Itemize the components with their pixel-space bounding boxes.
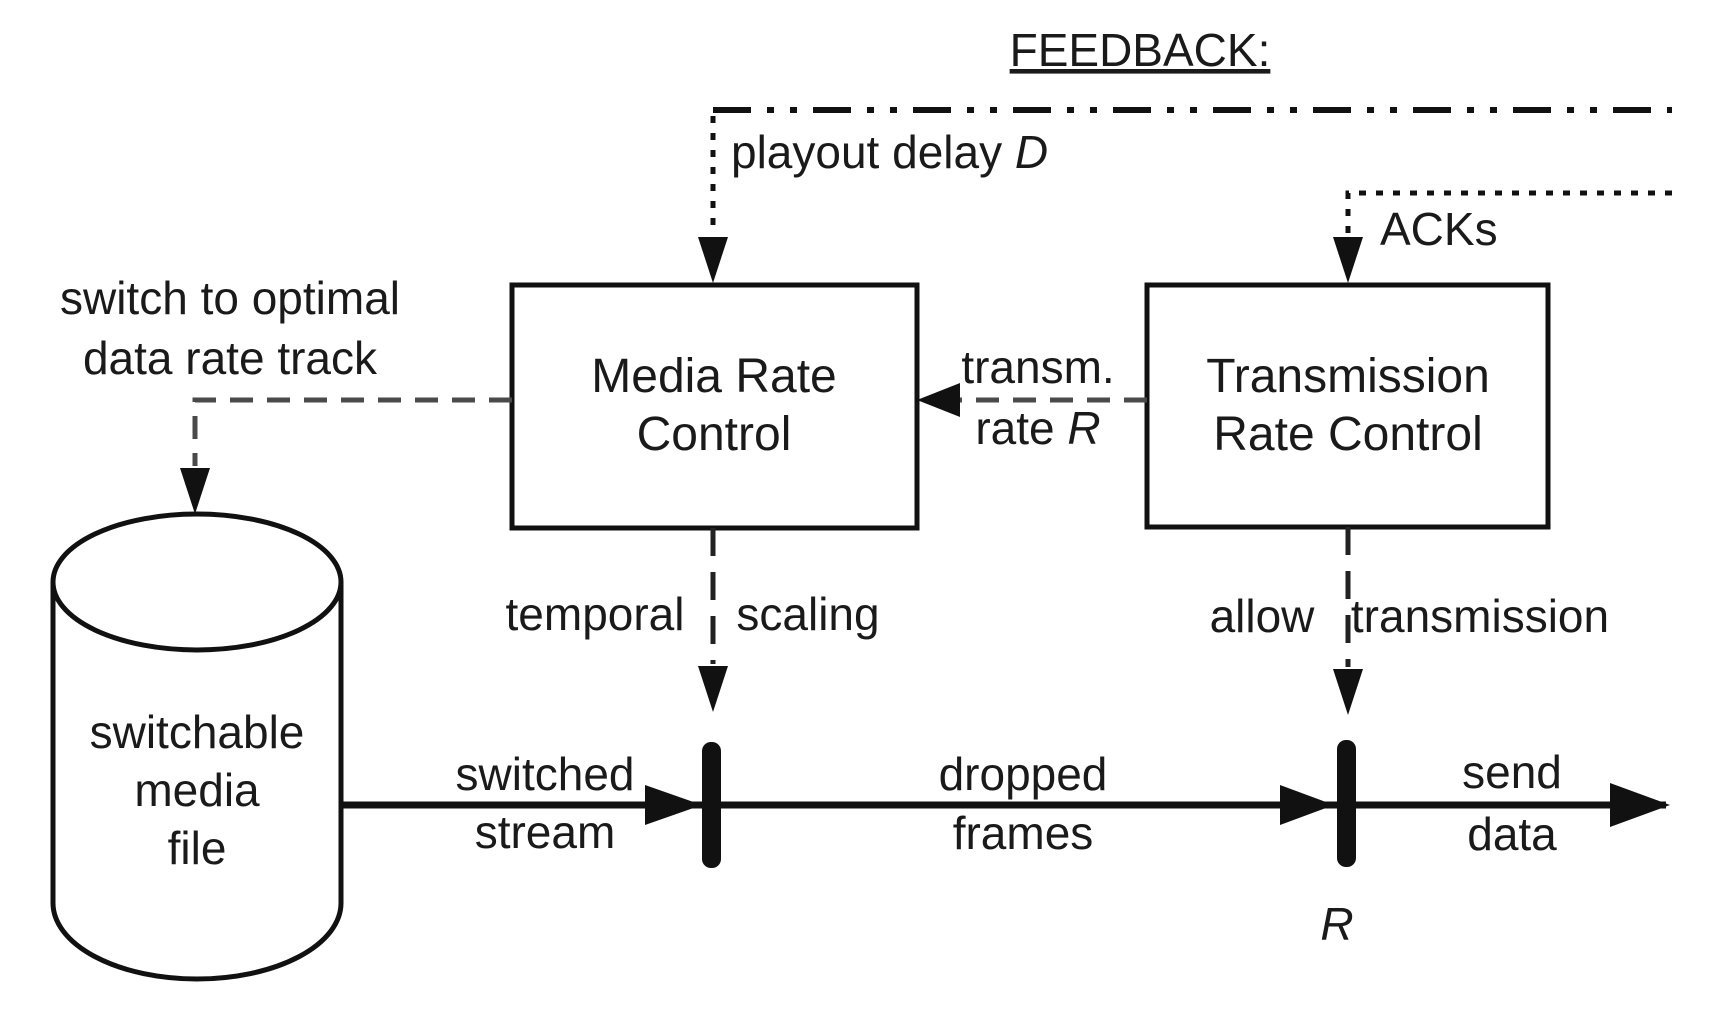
- transmission-rate-control-label-line2: Rate Control: [1213, 408, 1482, 461]
- switch-track-label-line1: switch to optimal: [60, 272, 400, 324]
- temporal-scaling-label-left: temporal: [506, 588, 685, 640]
- dropped-frames-label-line1: dropped: [939, 748, 1108, 800]
- stream-line: [341, 740, 1670, 868]
- transm-rate-label-line2: rate R: [975, 402, 1100, 454]
- arrowhead-right-icon: [645, 785, 702, 825]
- arrowhead-down-icon: [698, 237, 728, 283]
- media-rate-control-label-line2: Control: [637, 408, 792, 461]
- send-data-label-line2: data: [1467, 808, 1557, 860]
- cylinder-label-line2: media: [134, 764, 260, 816]
- allow-transmission-label-left: allow: [1210, 590, 1316, 642]
- arrowhead-right-icon: [1610, 783, 1670, 827]
- transmission-rate-control-box: Transmission Rate Control: [1144, 282, 1551, 530]
- media-file-cylinder: switchable media file: [50, 511, 344, 982]
- arrowhead-left-icon: [917, 383, 960, 417]
- playout-delay-label: playout delay D: [731, 126, 1048, 178]
- arrowhead-down-icon: [1333, 669, 1363, 715]
- send-data-label-line1: send: [1462, 746, 1562, 798]
- temporal-scaling-arrow: [698, 528, 728, 712]
- arrowhead-down-icon: [180, 468, 210, 514]
- rate-r-label: R: [1320, 898, 1353, 950]
- allow-transmission-label-right: transmission: [1351, 590, 1609, 642]
- cylinder-label-line3: file: [168, 822, 227, 874]
- media-rate-control-label-line1: Media Rate: [591, 350, 836, 403]
- allow-transmission-arrow: [1333, 527, 1363, 715]
- arrowhead-right-icon: [1280, 785, 1334, 825]
- cylinder-label-line1: switchable: [90, 706, 305, 758]
- transmission-rate-control-label-line1: Transmission: [1206, 350, 1490, 403]
- transm-rate-label-line1: transm.: [961, 341, 1114, 393]
- temporal-scaling-label-right: scaling: [736, 588, 879, 640]
- switch-track-label-line2: data rate track: [83, 332, 378, 384]
- temporal-scaling-valve: [702, 742, 721, 868]
- transmission-valve: [1337, 740, 1356, 867]
- switched-stream-label-line1: switched: [456, 748, 635, 800]
- switched-stream-label-line2: stream: [475, 806, 616, 858]
- transm-rate-arrow: [917, 383, 1147, 417]
- switch-track-arrow: [180, 397, 512, 514]
- arrowhead-down-icon: [1333, 237, 1363, 283]
- arrowhead-down-icon: [698, 666, 728, 712]
- acks-label: ACKs: [1380, 203, 1498, 255]
- acks-arrow: [1333, 190, 1672, 283]
- feedback-heading: FEEDBACK:: [1010, 24, 1271, 76]
- media-rate-control-box: Media Rate Control: [509, 282, 920, 531]
- dropped-frames-label-line2: frames: [953, 807, 1094, 859]
- playout-delay-arrow: [698, 116, 728, 283]
